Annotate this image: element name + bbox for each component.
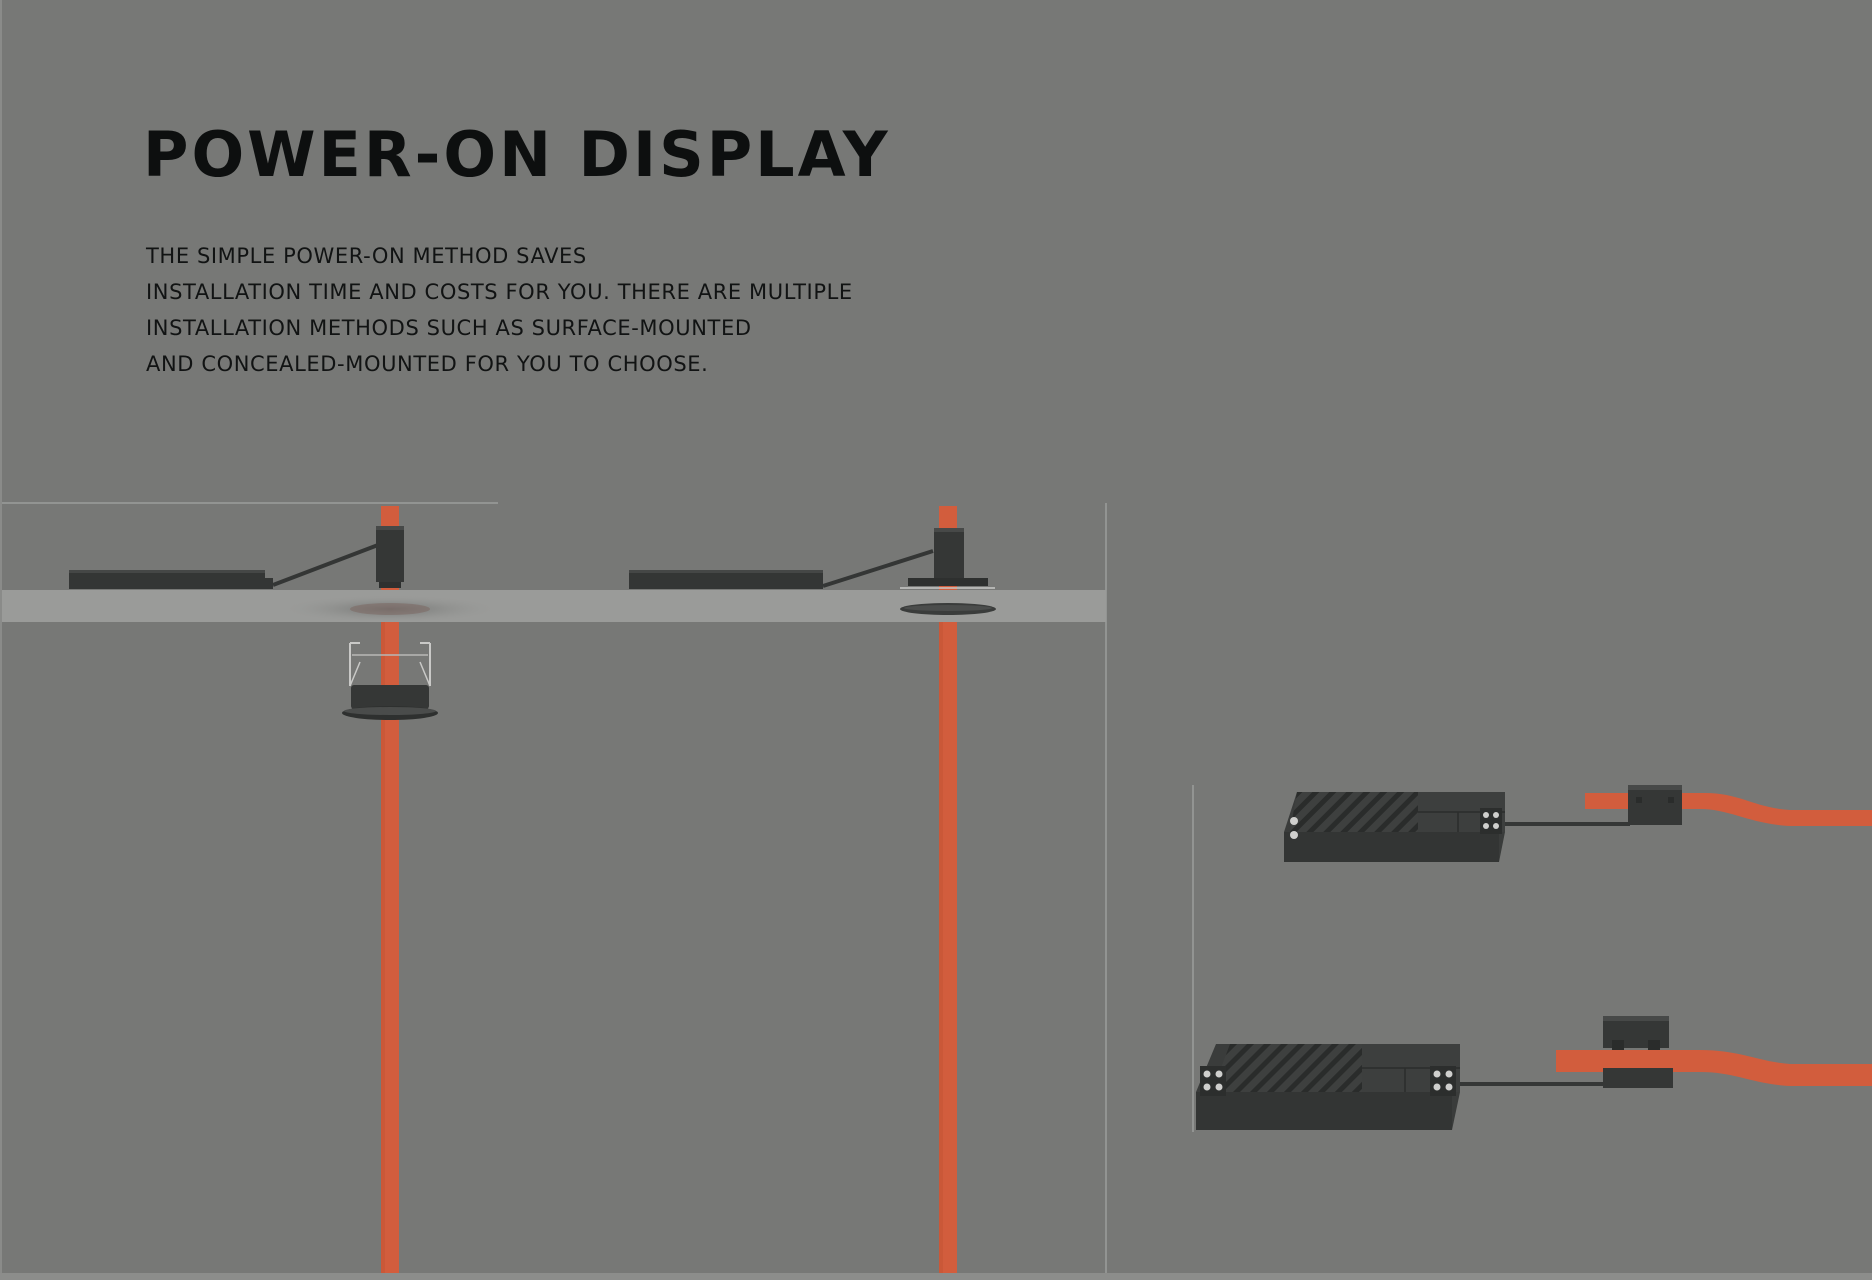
right-scene-top: [1284, 785, 1872, 862]
power-cable-icon: [1556, 1050, 1872, 1086]
junction-box-icon: [376, 526, 404, 588]
description-line: INSTALLATION TIME AND COSTS FOR YOU. THE…: [146, 280, 853, 304]
downlight-fixture-icon: [342, 642, 438, 720]
description-line: INSTALLATION METHODS SUCH AS SURFACE-MOU…: [146, 316, 752, 340]
led-driver-box-icon: [69, 570, 273, 589]
page-bottom-edge: [0, 1273, 1872, 1280]
led-driver-box-icon: [1284, 792, 1505, 862]
junction-box-icon: [1628, 785, 1682, 825]
description-paragraph: THE SIMPLE POWER-ON METHOD SAVES INSTALL…: [146, 238, 966, 382]
right-scene-bottom: [1196, 1016, 1872, 1130]
page-title: POWER-ON DISPLAY: [143, 118, 891, 191]
description-line: AND CONCEALED-MOUNTED FOR YOU TO CHOOSE.: [146, 352, 709, 376]
junction-box-icon: [900, 528, 995, 589]
page-left-edge: [0, 0, 2, 1280]
led-driver-box-icon: [1196, 1044, 1460, 1130]
concealed-mounted-scene: [629, 506, 996, 1273]
junction-box-icon: [1603, 1016, 1673, 1088]
description-line: THE SIMPLE POWER-ON METHOD SAVES: [146, 244, 587, 268]
led-driver-box-icon: [629, 570, 823, 589]
surface-mounted-scene: [69, 506, 438, 1273]
